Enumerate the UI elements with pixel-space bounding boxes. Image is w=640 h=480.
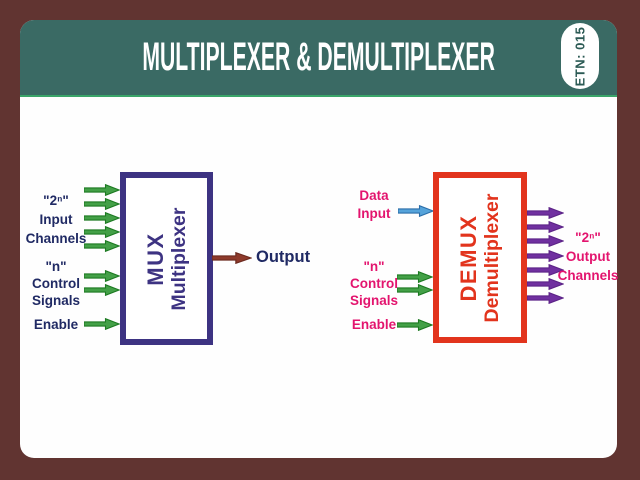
arrow-icon [84, 270, 120, 282]
arrow-icon [527, 235, 564, 248]
demux-enable-arrow [397, 319, 433, 331]
demux-block-label: DEMUX Demultiplexer [456, 193, 503, 322]
arrow-icon [84, 226, 120, 238]
mux-enable-arrow [84, 318, 120, 330]
mux-input-arrows [84, 184, 120, 252]
arrow-icon [397, 271, 433, 283]
arrow-icon [527, 292, 564, 305]
mux-block-label: MUX Multiplexer [142, 207, 190, 310]
arrow-icon [212, 252, 252, 264]
demux-data-arrow [398, 205, 434, 217]
header-band: MULTIPLEXER & DEMULTIPLEXER [20, 20, 617, 97]
arrow-icon [84, 284, 120, 296]
demux-output-arrows [527, 207, 564, 305]
demux-output-channels-label: "2ⁿ" Output Channels [557, 230, 619, 283]
arrow-icon [84, 318, 120, 330]
arrow-icon [527, 249, 564, 262]
mux-output-label: Output [256, 248, 311, 266]
arrow-icon [527, 221, 564, 234]
arrow-icon [397, 284, 433, 296]
arrow-icon [84, 240, 120, 252]
arrow-icon [84, 212, 120, 224]
demux-data-input-label: Data Input [357, 188, 391, 221]
page-title: MULTIPLEXER & DEMULTIPLEXER [142, 35, 495, 79]
mux-block: MUX Multiplexer [120, 172, 213, 345]
serial-badge: ETN: 015 [561, 23, 599, 89]
arrow-icon [527, 263, 564, 276]
mux-control-signals-label: "n" Control Signals [31, 259, 80, 308]
mux-output-arrow [212, 252, 252, 264]
arrow-icon [527, 207, 564, 219]
demux-control-signals-label: "n" Control Signals [349, 259, 398, 308]
arrow-icon [84, 198, 120, 210]
mux-input-channels-label: "2ⁿ" Input Channels [25, 193, 87, 246]
mux-control-arrows [84, 270, 120, 296]
mux-enable-label: Enable [33, 317, 79, 332]
arrow-icon [84, 184, 120, 196]
demux-enable-label: Enable [351, 317, 397, 332]
arrow-icon [397, 319, 433, 331]
arrow-icon [398, 205, 434, 217]
serial-badge-label: ETN: 015 [572, 26, 588, 86]
demux-control-arrows [397, 271, 433, 296]
demux-block: DEMUX Demultiplexer [433, 172, 527, 343]
arrow-icon [527, 277, 564, 290]
